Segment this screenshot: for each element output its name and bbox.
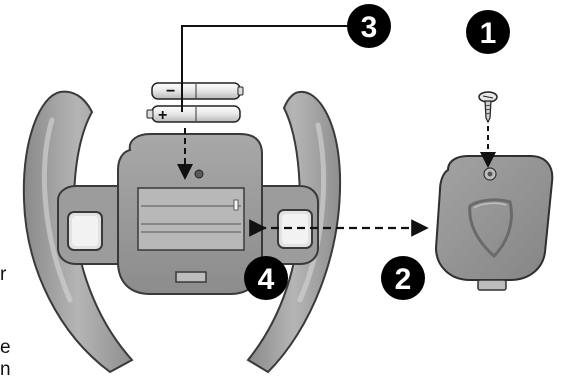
screw bbox=[478, 91, 498, 124]
battery-cover bbox=[434, 155, 554, 291]
batteries: − + bbox=[146, 82, 244, 124]
battery-bottom bbox=[146, 105, 241, 123]
step-3-badge: 3 bbox=[347, 4, 391, 48]
battery-top bbox=[151, 82, 244, 100]
svg-text:3: 3 bbox=[361, 11, 378, 44]
cut-off-text-1: r bbox=[0, 264, 7, 285]
left-grip bbox=[22, 90, 134, 374]
svg-text:2: 2 bbox=[395, 263, 412, 296]
right-grip bbox=[246, 90, 342, 374]
cut-off-text-3: n bbox=[0, 359, 11, 380]
steering-wheel bbox=[22, 90, 342, 374]
svg-text:1: 1 bbox=[480, 17, 497, 50]
battery-negative-symbol: − bbox=[166, 83, 175, 100]
battery-positive-symbol: + bbox=[158, 107, 167, 124]
step-2-badge: 2 bbox=[381, 256, 425, 300]
step-3-leader-line bbox=[181, 25, 360, 112]
cut-off-text-2: e bbox=[0, 337, 11, 358]
hub-clip-slot bbox=[175, 271, 207, 283]
step-1-badge: 1 bbox=[466, 10, 510, 54]
hub-screw-hole bbox=[194, 169, 204, 179]
battery-compartment bbox=[137, 187, 245, 251]
step-4-badge: 4 bbox=[244, 256, 288, 300]
svg-text:4: 4 bbox=[258, 263, 275, 296]
